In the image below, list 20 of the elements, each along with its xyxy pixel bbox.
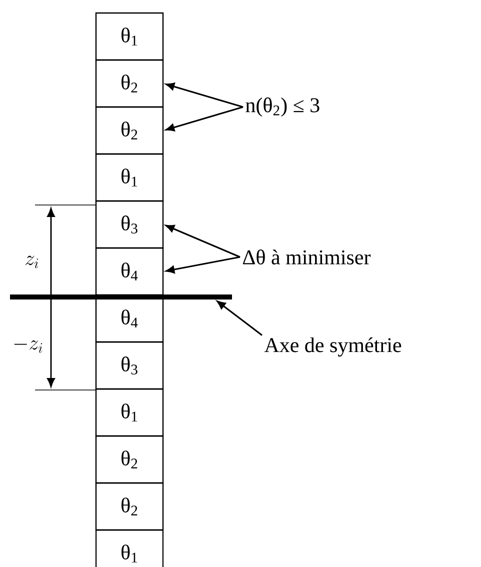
layer-cell: θ$_{2}$ xyxy=(95,435,164,484)
layer-cell: θ$_{1}$ xyxy=(95,529,164,567)
layer-cell: θ$_{1}$ xyxy=(95,153,164,202)
layer-cell: θ$_{2}$ xyxy=(95,59,164,108)
layer-cell: θ$_{3}$ xyxy=(95,200,164,249)
arrow xyxy=(166,106,244,132)
layer-cell: θ$_{2}$ xyxy=(95,106,164,155)
layer-cell: θ$_{1}$ xyxy=(95,12,164,61)
annotation-text: n(θ$_{2}$) ≤ 3 xyxy=(246,97,320,117)
dimension-label: $-z_i$ xyxy=(12,336,44,354)
arrow xyxy=(166,82,244,108)
arrow xyxy=(166,256,240,274)
arrow xyxy=(216,300,262,336)
layer-cell: θ$_{2}$ xyxy=(95,482,164,531)
dimension-label: $z_i$ xyxy=(24,254,40,270)
annotation-text: Axe de symétrie xyxy=(264,337,402,357)
arrow xyxy=(166,224,240,258)
layer-cell: θ$_{3}$ xyxy=(95,341,164,390)
annotation-text: Δθ à minimiser xyxy=(243,250,371,264)
layer-cell: θ$_{1}$ xyxy=(95,388,164,437)
